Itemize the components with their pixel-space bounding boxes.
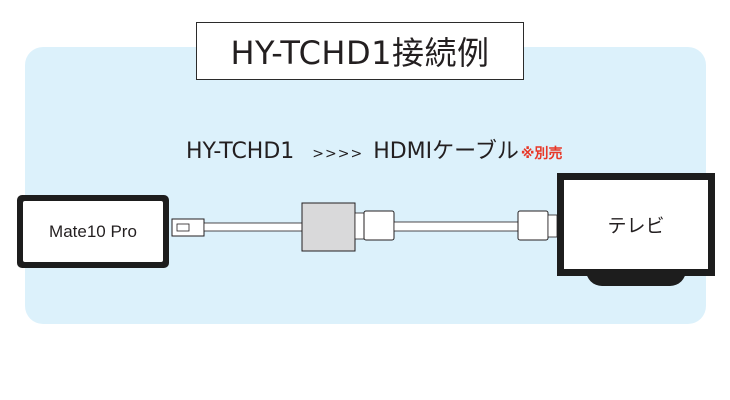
hdmi-plug-adapter-side [354,212,365,240]
usb-c-plug-tip [176,223,190,232]
hdmi-connector-tv-side [517,210,549,241]
adapter-body [301,202,356,252]
television-label: テレビ [607,215,665,237]
hdmi-plug-tv-side [547,214,558,238]
hdmi-connector-adapter-side [363,210,395,241]
smartphone-label: Mate10 Pro [49,221,137,241]
connection-caption: HY-TCHD1 >>>> HDMIケーブル ※別売 [186,133,563,164]
television-screen: テレビ [564,180,708,269]
caption-arrows: >>>> [312,146,364,162]
caption-cable-label: HDMIケーブル [373,139,519,164]
usb-c-cable [203,222,303,232]
caption-adapter-label: HY-TCHD1 [186,139,295,164]
diagram-title-text: HY-TCHD1接続例 [230,34,490,72]
diagram-title: HY-TCHD1接続例 [196,22,524,80]
television: テレビ [557,173,715,276]
caption-sold-separately-note: ※別売 [520,146,563,162]
smartphone: Mate10 Pro [17,195,169,268]
television-stand [586,270,686,286]
hdmi-cable [393,221,519,232]
smartphone-screen: Mate10 Pro [23,201,163,262]
